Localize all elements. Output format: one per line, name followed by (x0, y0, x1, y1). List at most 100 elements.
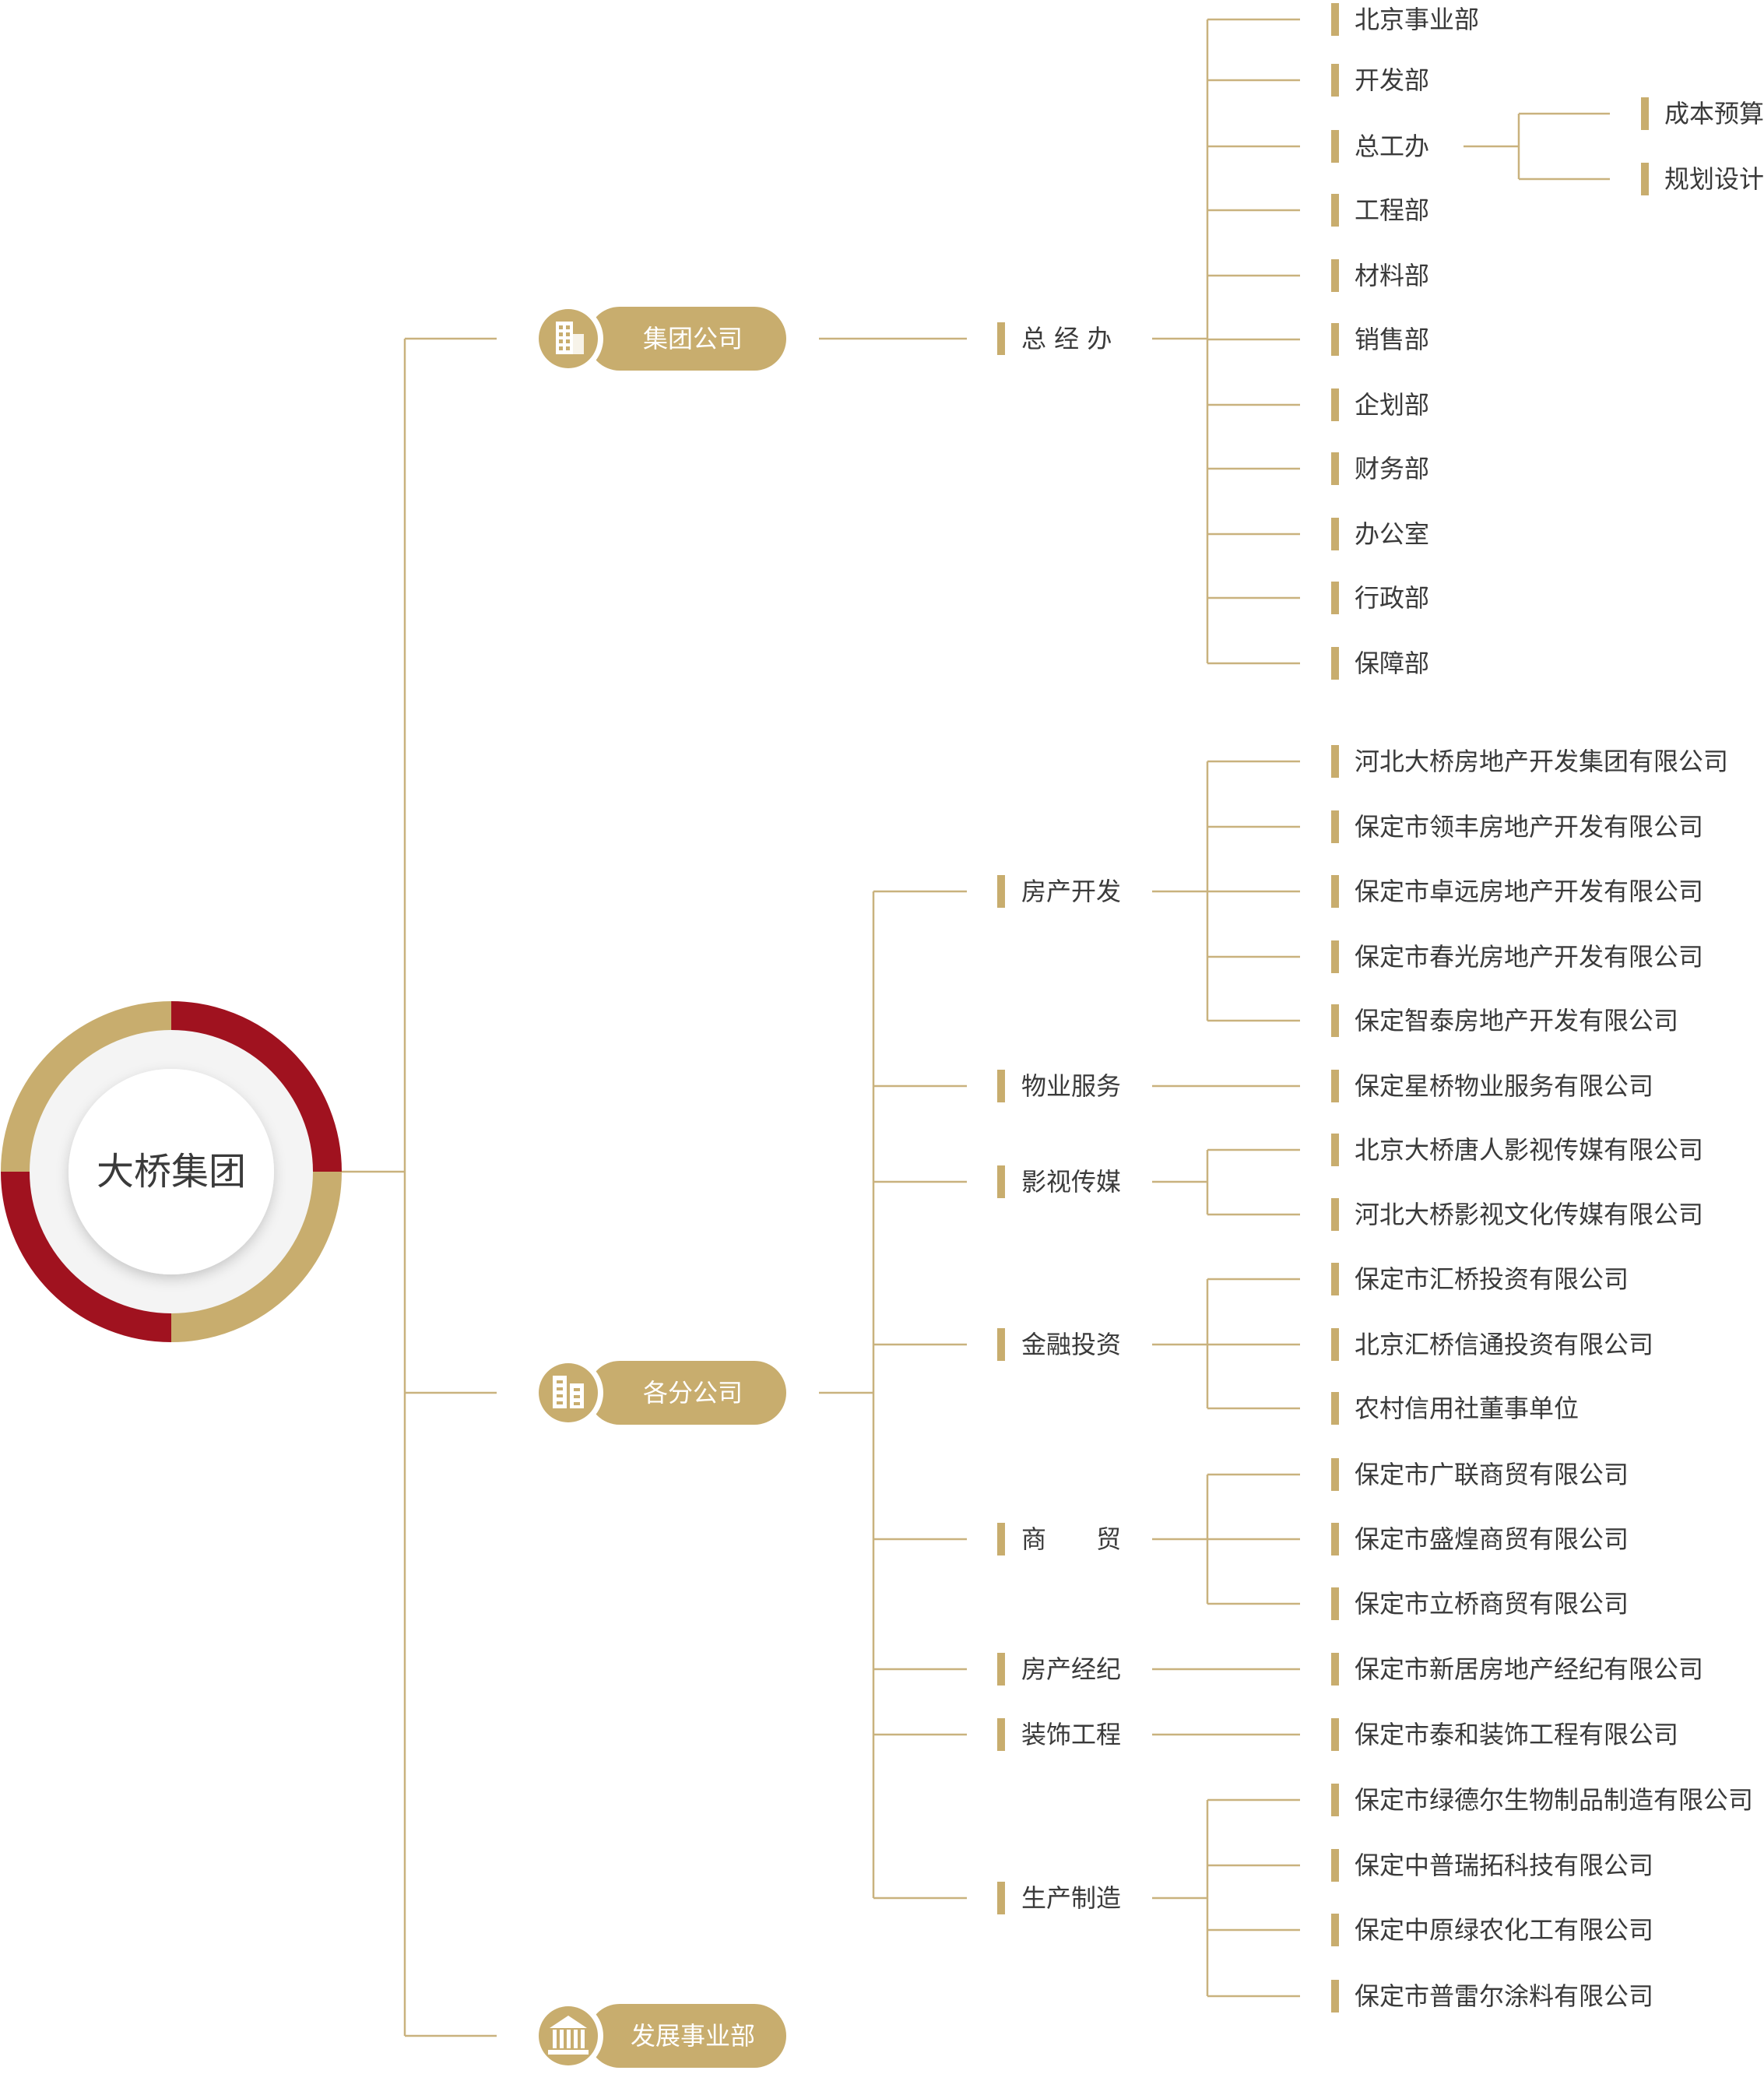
item-marker (1331, 1980, 1339, 2012)
item-marker (1331, 130, 1339, 163)
item-label: 行政部 (1355, 583, 1429, 613)
item-label: 企划部 (1355, 390, 1429, 420)
group-marker (997, 1165, 1005, 1198)
root-node (69, 1069, 274, 1274)
item-label: 办公室 (1355, 519, 1429, 549)
item-label: 保定中原绿农化工有限公司 (1355, 1915, 1653, 1945)
item-label: 保定市春光房地产开发有限公司 (1355, 942, 1703, 972)
item-label: 销售部 (1355, 325, 1429, 354)
item-label: 保定市卓远房地产开发有限公司 (1355, 877, 1703, 906)
item-marker (1331, 745, 1339, 778)
item-marker (1331, 1653, 1339, 1686)
root-label: 大桥集团 (97, 1150, 246, 1193)
item-label: 保障部 (1355, 649, 1429, 678)
item-marker (1331, 452, 1339, 485)
branch-buildings-icon (553, 1376, 584, 1408)
branch-label: 各分公司 (643, 1378, 743, 1408)
item-label: 保定市普雷尔涂料有限公司 (1355, 1981, 1653, 2011)
item-marker (1331, 64, 1339, 97)
root-ring-segment-gold (1, 1001, 172, 1172)
item-marker (1331, 1849, 1339, 1882)
institution-columns-icon (548, 2016, 589, 2055)
item-label: 保定智泰房地产开发有限公司 (1355, 1006, 1678, 1035)
item-marker (1331, 194, 1339, 227)
item-marker (1331, 1004, 1339, 1037)
root-ring-segment-gold (170, 1171, 342, 1342)
item-marker (1331, 647, 1339, 680)
item-marker (1331, 1914, 1339, 1946)
group-label: 总 经 办 (1021, 324, 1112, 353)
item-label: 北京汇桥信通投资有限公司 (1355, 1330, 1653, 1359)
item-marker (1331, 1070, 1339, 1102)
item-marker (1331, 1587, 1339, 1620)
item-marker (1331, 940, 1339, 973)
subitem-label: 规划设计 (1664, 164, 1764, 194)
group-label: 房产经纪 (1021, 1654, 1121, 1684)
item-label: 保定市绿德尔生物制品制造有限公司 (1355, 1785, 1753, 1815)
group-marker (997, 1882, 1005, 1914)
item-label: 保定市汇桥投资有限公司 (1355, 1264, 1629, 1294)
item-label: 北京事业部 (1355, 5, 1479, 34)
item-label: 保定市新居房地产经纪有限公司 (1355, 1654, 1703, 1684)
item-label: 河北大桥影视文化传媒有限公司 (1355, 1200, 1703, 1229)
group-marker (997, 1328, 1005, 1361)
root-ring-segment-red (170, 1001, 342, 1172)
subitem-marker (1641, 97, 1649, 130)
item-marker (1331, 1263, 1339, 1295)
group-marker (997, 1070, 1005, 1102)
item-label: 财务部 (1355, 454, 1429, 483)
item-marker (1331, 1458, 1339, 1491)
group-marker (997, 1523, 1005, 1556)
item-marker (1331, 1198, 1339, 1231)
item-label: 河北大桥房地产开发集团有限公司 (1355, 747, 1728, 776)
item-marker (1331, 1523, 1339, 1556)
group-label: 物业服务 (1021, 1071, 1121, 1101)
branch-label: 发展事业部 (631, 2021, 755, 2051)
group-label: 金融投资 (1021, 1330, 1121, 1359)
item-label: 保定中普瑞拓科技有限公司 (1355, 1851, 1653, 1880)
group-marker (997, 1653, 1005, 1686)
group-marker (997, 322, 1005, 355)
item-label: 农村信用社董事单位 (1355, 1394, 1579, 1423)
item-marker (1331, 388, 1339, 421)
group-label: 商 贸 (1021, 1524, 1121, 1554)
item-label: 保定星桥物业服务有限公司 (1355, 1071, 1653, 1101)
item-label: 开发部 (1355, 65, 1429, 95)
item-label: 北京大桥唐人影视传媒有限公司 (1355, 1135, 1703, 1165)
branch-pill (588, 2004, 786, 2068)
subitem-label: 成本预算 (1664, 99, 1764, 128)
branch-label: 集团公司 (643, 324, 743, 353)
office-building-icon (556, 322, 584, 354)
item-label: 总工办 (1355, 132, 1429, 161)
group-label: 装饰工程 (1021, 1720, 1121, 1749)
group-marker (997, 1718, 1005, 1751)
item-label: 保定市领丰房地产开发有限公司 (1355, 812, 1703, 842)
item-marker (1331, 3, 1339, 36)
group-label: 房产开发 (1021, 877, 1121, 906)
item-marker (1331, 1134, 1339, 1166)
item-marker (1331, 1718, 1339, 1751)
item-label: 保定市立桥商贸有限公司 (1355, 1589, 1629, 1619)
branch-icon-disc (539, 1363, 598, 1422)
item-marker (1331, 259, 1339, 292)
item-label: 工程部 (1355, 195, 1429, 225)
item-marker (1331, 875, 1339, 908)
item-marker (1331, 810, 1339, 843)
item-marker (1331, 582, 1339, 614)
item-label: 保定市盛煌商贸有限公司 (1355, 1524, 1629, 1554)
group-label: 影视传媒 (1021, 1167, 1121, 1197)
item-marker (1331, 323, 1339, 356)
group-label: 生产制造 (1021, 1883, 1121, 1913)
item-marker (1331, 1328, 1339, 1361)
item-label: 保定市广联商贸有限公司 (1355, 1460, 1629, 1489)
subitem-marker (1641, 163, 1649, 195)
item-marker (1331, 1392, 1339, 1425)
root-ring-segment-red (1, 1171, 172, 1342)
item-label: 保定市泰和装饰工程有限公司 (1355, 1720, 1678, 1749)
branch-pill (588, 1361, 786, 1425)
item-marker (1331, 1784, 1339, 1816)
item-label: 材料部 (1355, 261, 1429, 290)
item-marker (1331, 518, 1339, 550)
group-marker (997, 875, 1005, 908)
